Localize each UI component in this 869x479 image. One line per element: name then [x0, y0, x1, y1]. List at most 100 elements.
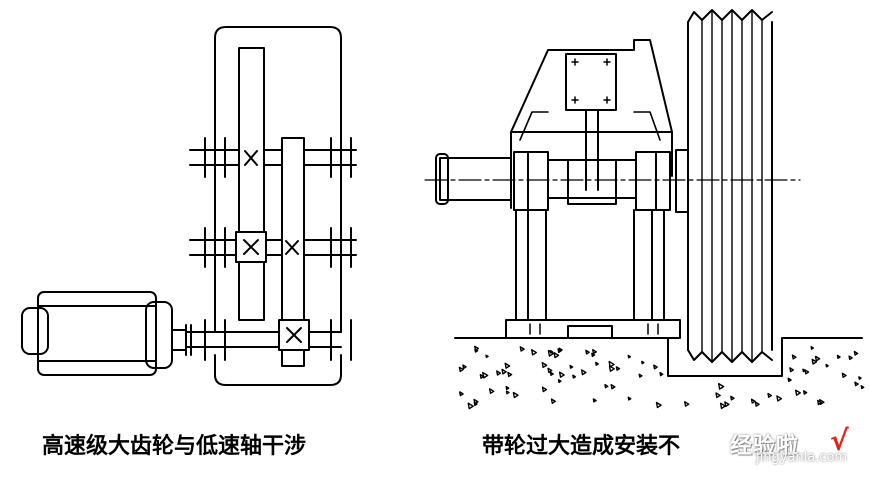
- ground-speck: [836, 354, 841, 360]
- ground-speck: [858, 376, 862, 380]
- ground-speck: [627, 396, 632, 401]
- cover-screws: [571, 58, 611, 104]
- ground-speck: [615, 366, 621, 371]
- ground-speck: [814, 355, 821, 362]
- ground-speck: [608, 365, 615, 372]
- cross-mark-icon: [244, 150, 258, 166]
- reducer-pulley-diagram: [424, 9, 865, 410]
- watermark: 经验啦 √ jingyanla.com: [716, 424, 866, 470]
- cross-mark-icon: [286, 327, 302, 343]
- ground-speck: [473, 398, 479, 405]
- ground-speck: [496, 370, 502, 376]
- ground-speck: [802, 368, 806, 373]
- watermark-url: jingyanla.com: [756, 450, 848, 465]
- ground-speck: [791, 354, 797, 360]
- ground-speck: [715, 392, 721, 399]
- ground-speck: [505, 385, 510, 391]
- ground-speck: [860, 385, 865, 390]
- ground-speck: [458, 366, 464, 373]
- ground-speck: [519, 346, 525, 352]
- bearing-block-right: [635, 151, 671, 211]
- gearbox-schematic: [21, 26, 357, 386]
- ground-speck: [467, 402, 474, 410]
- bearings: [204, 137, 352, 361]
- ground-speck: [804, 369, 810, 375]
- motor: [21, 291, 187, 376]
- ground-speck: [802, 390, 808, 395]
- watermark-brand: 经验啦: [730, 434, 800, 459]
- inspection-cover: [565, 53, 617, 111]
- ground-speck: [550, 398, 556, 404]
- ground-hatch: [458, 345, 865, 410]
- ground-speck: [462, 364, 467, 370]
- caption-gear-interference: 高速级大齿轮与低速轴干涉: [42, 433, 307, 459]
- ground-speck: [553, 352, 560, 359]
- ground-speck: [810, 346, 815, 350]
- check-icon: √: [830, 424, 849, 457]
- caption-pulley-installation: 带轮过大造成安装不: [482, 433, 681, 459]
- ground-speck: [794, 389, 801, 396]
- coupling: [185, 324, 192, 356]
- ground-speck: [767, 392, 773, 398]
- ground-speck: [547, 367, 553, 374]
- ground-speck: [558, 371, 565, 378]
- ground-speck: [592, 349, 597, 355]
- ground-speck: [684, 401, 690, 407]
- housing-base: [505, 319, 681, 339]
- input-shaft-stub: [435, 153, 512, 205]
- gear-hub: [547, 159, 637, 205]
- ground-speck: [585, 349, 590, 355]
- ground-speck: [848, 355, 853, 361]
- ground-speck: [717, 382, 725, 390]
- ground-speck: [604, 383, 609, 389]
- ground-speck: [719, 402, 726, 410]
- ground-speck: [724, 401, 730, 408]
- ground-speck: [501, 368, 507, 375]
- large-v-belt-pulley: [675, 9, 773, 363]
- ground-speck: [750, 398, 756, 404]
- ground-speck: [474, 345, 480, 351]
- bearing-block-left: [513, 151, 549, 211]
- ground-speck: [474, 348, 479, 353]
- ground-speck: [610, 383, 616, 390]
- ground-speck: [841, 372, 847, 379]
- ground-speck: [653, 364, 658, 370]
- ground-speck: [817, 399, 823, 406]
- ground-speck: [479, 373, 485, 379]
- ground-speck: [592, 398, 597, 403]
- ground-speck: [530, 349, 538, 356]
- center-rib: [585, 109, 599, 191]
- ground-speck: [825, 363, 829, 368]
- ground-speck: [608, 360, 615, 368]
- ground-speck: [572, 374, 577, 379]
- ground-speck: [488, 388, 495, 395]
- ground-speck: [505, 390, 510, 395]
- ground-speck: [659, 371, 664, 377]
- ground-speck: [854, 381, 859, 387]
- ground-speck: [541, 386, 548, 393]
- ground-speck: [482, 371, 489, 379]
- reducer-housing: [510, 39, 673, 209]
- ground-speck: [776, 395, 783, 402]
- housing-legs: [515, 209, 665, 321]
- cross-mark-icon: [285, 240, 299, 255]
- ground-speck: [557, 379, 562, 384]
- low-speed-gear: [281, 137, 305, 367]
- ground-speck: [580, 369, 587, 376]
- ground-speck: [504, 362, 511, 369]
- ground-speck: [853, 350, 859, 356]
- ground-speck: [655, 401, 662, 409]
- ground-speck: [789, 367, 795, 373]
- input-shaft: [185, 331, 342, 348]
- gearbox-housing: [214, 26, 342, 386]
- ground-speck: [730, 395, 735, 401]
- ground-speck: [638, 373, 643, 378]
- ground-speck: [485, 354, 489, 359]
- ground-speck: [569, 364, 574, 369]
- ground-speck: [787, 377, 792, 383]
- ground-surface: [454, 337, 863, 377]
- ground-speck: [557, 348, 562, 354]
- ground-speck: [547, 349, 555, 357]
- intermediate-shaft: [189, 239, 357, 256]
- ground-speck: [591, 352, 596, 358]
